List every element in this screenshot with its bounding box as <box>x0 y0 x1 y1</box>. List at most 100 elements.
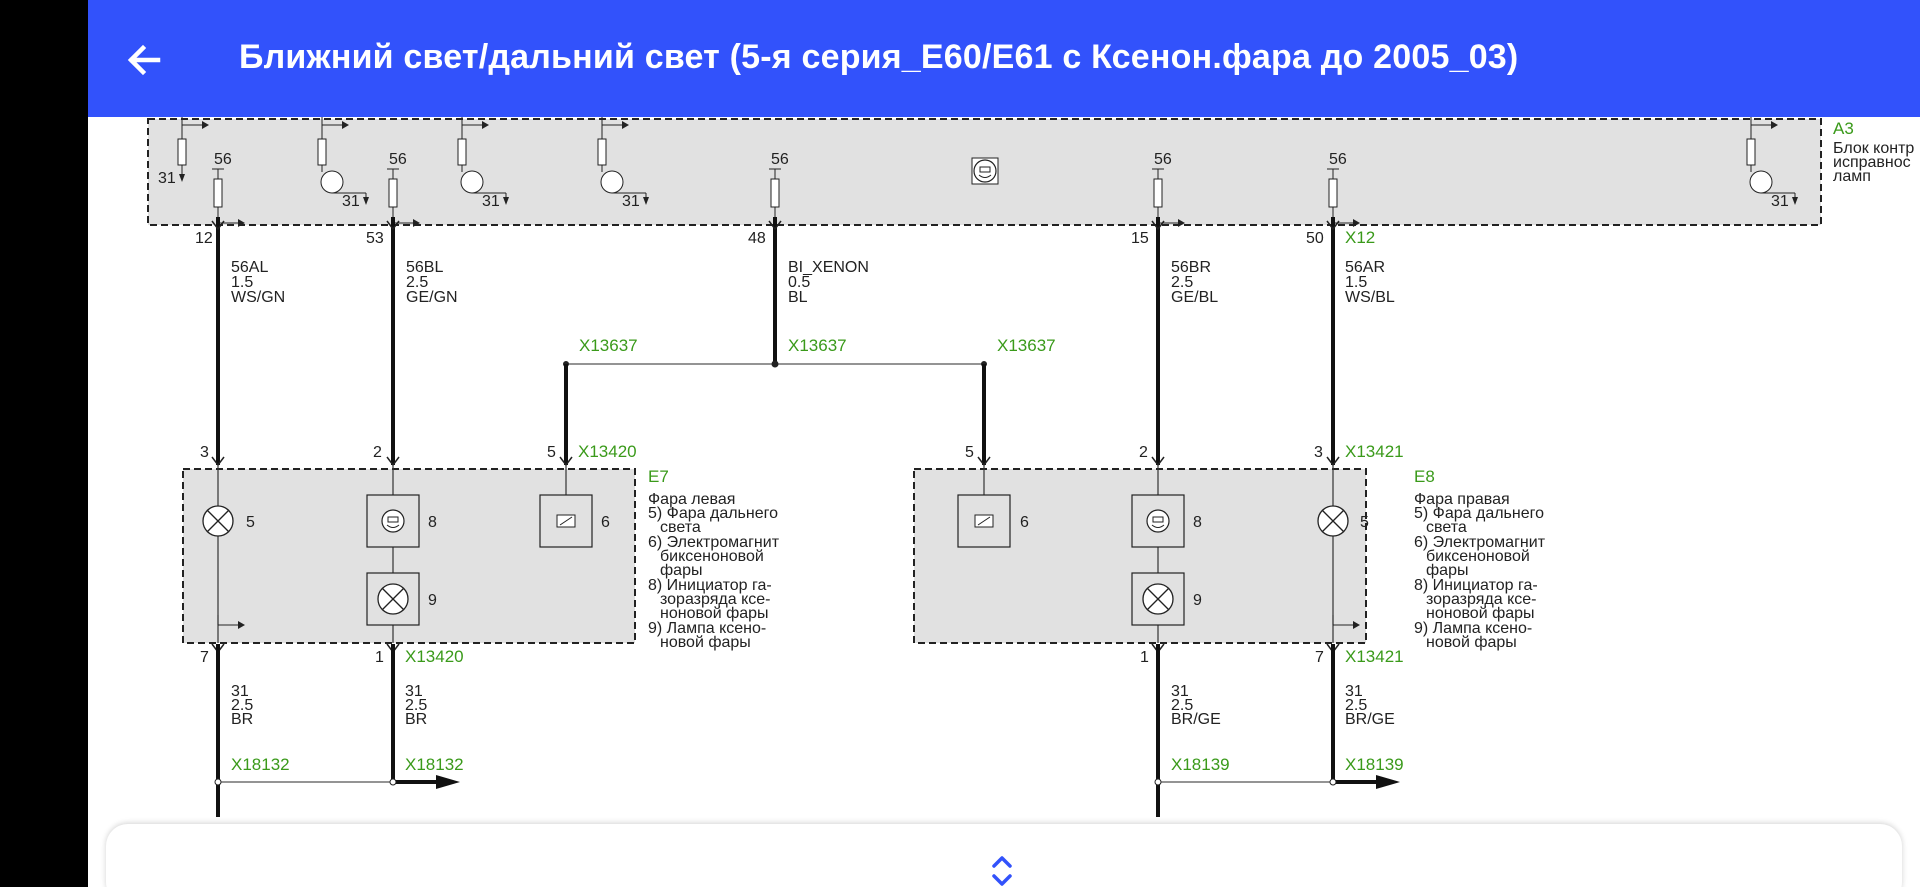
wire-12-size: 1.5 <box>231 274 253 291</box>
page-title: Ближний свет/дальний свет (5-я серия_E60… <box>239 38 1519 76</box>
e7-xenon-num: 9 <box>428 592 437 609</box>
wire-50-pin: 50 <box>1306 230 1324 247</box>
e8-igniter: 8 <box>1131 494 1202 548</box>
e7-id: E7 <box>648 467 669 486</box>
e7-desc-line: ноновой фары <box>660 605 769 622</box>
a3-ground-resistor: 31 <box>158 117 210 187</box>
e8-desc-line: Фара правая <box>1414 491 1510 508</box>
bottom-sheet[interactable] <box>106 824 1902 887</box>
arrow-left-icon <box>127 44 161 76</box>
gnd-left-connector-1: X18132 <box>231 755 290 774</box>
e7-desc-line: биксеноновой <box>660 548 764 565</box>
e7-desc-line: зоразряда ксе- <box>660 591 770 608</box>
e8-xenon-lamp: 9 <box>1131 572 1202 626</box>
back-button[interactable] <box>116 32 172 88</box>
a3-driver-2-ground: 31 <box>482 193 500 210</box>
e7-lamp-num: 5 <box>246 514 255 531</box>
wire-15-color: GE/BL <box>1171 289 1218 306</box>
gnd2-color: BR <box>405 711 427 728</box>
wire-53-pin: 53 <box>366 230 384 247</box>
e8-xenon-num: 9 <box>1193 592 1202 609</box>
gnd4-name: 31 <box>1345 683 1363 700</box>
a3-driver-3: 31 <box>597 117 649 210</box>
wire-48[interactable]: 48 BI_XENON 0.5 BL <box>748 217 869 363</box>
wire-53-size: 2.5 <box>406 274 428 291</box>
wiring-diagram[interactable]: A3 Блок контр исправнос ламп 31 <box>88 117 1920 824</box>
e7-magnet: 6 <box>539 494 610 548</box>
a3-driver-2: 31 <box>457 117 509 210</box>
a3-driver-4-ground: 31 <box>1771 193 1789 210</box>
e7-desc-line: 6) Электромагнит <box>648 534 780 551</box>
wire-15-name: 56BR <box>1171 259 1211 276</box>
wire-53-name: 56BL <box>406 259 443 276</box>
e7-desc-line: 5) Фара дальнего <box>648 505 778 522</box>
e8-desc-line: зоразряда ксе- <box>1426 591 1536 608</box>
e7-igniter: 8 <box>366 494 437 548</box>
e7-desc-line: света <box>660 519 701 536</box>
e7-pin-1: 1 <box>375 649 384 666</box>
wire-12-color: WS/GN <box>231 289 285 306</box>
e8-id: E8 <box>1414 467 1435 486</box>
module-a3-desc-2: исправнос <box>1833 154 1911 171</box>
wire-12-pin: 12 <box>195 230 213 247</box>
a3-connector-label: X12 <box>1345 228 1375 247</box>
e8-desc-line: света <box>1426 519 1467 536</box>
e7-high-beam-lamp: 5 <box>202 505 255 537</box>
headlight-e7[interactable]: 3 2 5 X13420 E7 5 8 <box>182 442 780 666</box>
gnd1-color: BR <box>231 711 253 728</box>
e8-pin-5: 5 <box>965 444 974 461</box>
splice-label-center: X13637 <box>788 336 847 355</box>
e8-desc-line: биксеноновой <box>1426 548 1530 565</box>
gnd4-size: 2.5 <box>1345 697 1367 714</box>
wire-53-color: GE/GN <box>406 289 458 306</box>
wire-50[interactable]: 50 X12 56AR 1.5 WS/BL <box>1306 217 1395 465</box>
headlight-e8[interactable]: 5 2 3 X13421 E8 6 8 <box>913 442 1546 666</box>
module-a3: A3 Блок контр исправнос ламп 31 <box>147 117 1914 228</box>
e8-magnet-num: 6 <box>1020 514 1029 531</box>
wire-15[interactable]: 15 56BR 2.5 GE/BL <box>1131 217 1218 465</box>
a3-res-50-label: 56 <box>1329 151 1347 168</box>
e8-description: Фара правая 5) Фара дальнего света 6) Эл… <box>1414 491 1546 651</box>
e8-desc-line: 9) Лампа ксено- <box>1414 620 1532 637</box>
chevron-up-down-icon <box>992 856 1012 886</box>
e8-desc-line: ноновой фары <box>1426 605 1535 622</box>
wire-12-name: 56AL <box>231 259 268 276</box>
a3-res-48-label: 56 <box>771 151 789 168</box>
e7-pin-7: 7 <box>200 649 209 666</box>
e7-desc-line: фары <box>660 562 702 579</box>
bottom-sheet-handle[interactable] <box>982 846 1022 887</box>
e7-pin-3: 3 <box>200 444 209 461</box>
e8-high-beam-lamp: 5 <box>1317 505 1369 537</box>
e8-desc-line: 6) Электромагнит <box>1414 534 1546 551</box>
splice-label-left: X13637 <box>579 336 638 355</box>
wire-48-name: BI_XENON <box>788 259 869 276</box>
e8-desc-line: 8) Инициатор га- <box>1414 577 1538 594</box>
wire-48-size: 0.5 <box>788 274 810 291</box>
app-screen: Ближний свет/дальний свет (5-я серия_E60… <box>88 0 1920 887</box>
gnd1-name: 31 <box>231 683 249 700</box>
wire-15-size: 2.5 <box>1171 274 1193 291</box>
wire-53[interactable]: 53 56BL 2.5 GE/GN <box>366 217 458 465</box>
a3-driver-4: 31 <box>1746 117 1798 210</box>
e7-magnet-num: 6 <box>601 514 610 531</box>
e7-xenon-lamp: 9 <box>366 572 437 626</box>
wire-50-color: WS/BL <box>1345 289 1395 306</box>
gnd4-color: BR/GE <box>1345 711 1395 728</box>
e8-lamp-num: 5 <box>1360 514 1369 531</box>
module-a3-id: A3 <box>1833 119 1854 138</box>
e8-pin-1: 1 <box>1140 649 1149 666</box>
gnd2-name: 31 <box>405 683 423 700</box>
splice-x13637[interactable]: X13637 X13637 X13637 <box>563 336 1056 465</box>
gnd-right-connector-2: X18139 <box>1345 755 1404 774</box>
e7-desc-line: 8) Инициатор га- <box>648 577 772 594</box>
e7-connector-bottom: X13420 <box>405 647 464 666</box>
ground-wires[interactable]: 31 2.5 BR 31 2.5 BR 31 2.5 BR/GE 31 2.5 … <box>214 644 1404 817</box>
e7-igniter-num: 8 <box>428 514 437 531</box>
e8-desc-line: 5) Фара дальнего <box>1414 505 1544 522</box>
e7-description: Фара левая 5) Фара дальнего света 6) Эле… <box>648 491 780 651</box>
e7-desc-line: 9) Лампа ксено- <box>648 620 766 637</box>
e7-connector-top: X13420 <box>578 442 637 461</box>
wire-12[interactable]: 12 56AL 1.5 WS/GN <box>195 217 285 465</box>
wire-50-name: 56AR <box>1345 259 1385 276</box>
e8-pin-2: 2 <box>1139 444 1148 461</box>
